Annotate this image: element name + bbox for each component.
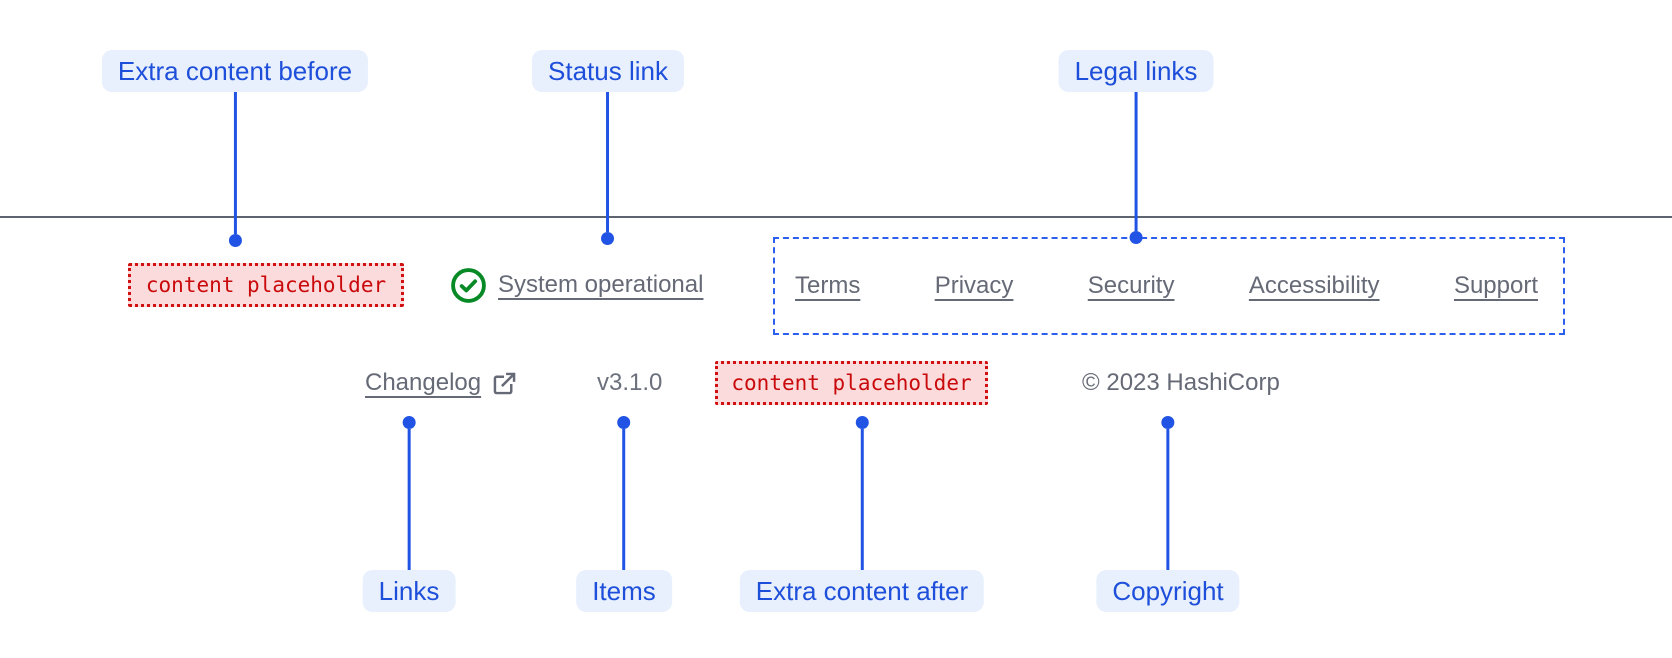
legal-links-container: Terms Privacy Security Accessibility Sup…	[773, 237, 1565, 335]
legal-link-support[interactable]: Support	[1453, 272, 1538, 299]
annotation-label-links: Links	[362, 570, 456, 612]
annotation-leader-line	[1166, 429, 1170, 570]
callout-links: Links	[362, 416, 456, 612]
annotation-label-copyright: Copyright	[1096, 570, 1240, 612]
callout-extra-content-before: Extra content before	[101, 50, 369, 247]
legal-links-nav: Terms Privacy Security Accessibility Sup…	[795, 239, 1538, 333]
callout-extra-content-after: Extra content after	[739, 416, 985, 612]
annotation-label-extra-content-after: Extra content after	[739, 570, 985, 612]
status-link-label: System operational	[498, 271, 704, 298]
annotation-dot	[855, 416, 869, 429]
external-link-icon	[491, 370, 518, 397]
changelog-link-label: Changelog	[365, 369, 482, 396]
annotation-dot	[1129, 231, 1143, 244]
version-item: v3.1.0	[597, 369, 663, 396]
annotation-label-items: Items	[576, 570, 672, 612]
annotation-leader-line	[233, 92, 237, 234]
extra-content-before-placeholder: content placeholder	[128, 263, 404, 307]
extra-content-after-placeholder: content placeholder	[715, 361, 988, 405]
callout-items: Items	[576, 416, 672, 612]
annotation-leader-line	[622, 429, 626, 570]
annotation-leader-line	[860, 429, 864, 570]
annotation-label-extra-content-before: Extra content before	[101, 50, 369, 92]
callout-legal-links: Legal links	[1058, 50, 1214, 244]
annotation-dot	[617, 416, 631, 429]
legal-link-accessibility[interactable]: Accessibility	[1248, 272, 1380, 299]
annotation-leader-line	[1134, 92, 1138, 231]
callout-copyright: Copyright	[1096, 416, 1240, 612]
annotation-dot	[402, 416, 416, 429]
legal-link-terms[interactable]: Terms	[795, 272, 861, 299]
annotation-label-legal-links: Legal links	[1058, 50, 1214, 92]
check-circle-icon	[450, 267, 487, 304]
page-divider	[0, 216, 1672, 218]
copyright-text: © 2023 HashiCorp	[1082, 369, 1280, 396]
changelog-link[interactable]: Changelog	[365, 361, 518, 405]
annotation-dot	[228, 234, 242, 247]
annotation-dot	[601, 232, 615, 245]
legal-link-security[interactable]: Security	[1087, 272, 1175, 299]
legal-link-privacy[interactable]: Privacy	[934, 272, 1014, 299]
callout-status-link: Status link	[532, 50, 684, 245]
annotation-leader-line	[407, 429, 411, 570]
annotation-dot	[1161, 416, 1175, 429]
status-link[interactable]: System operational	[450, 263, 703, 307]
annotation-label-status-link: Status link	[532, 50, 684, 92]
annotation-leader-line	[606, 92, 610, 232]
